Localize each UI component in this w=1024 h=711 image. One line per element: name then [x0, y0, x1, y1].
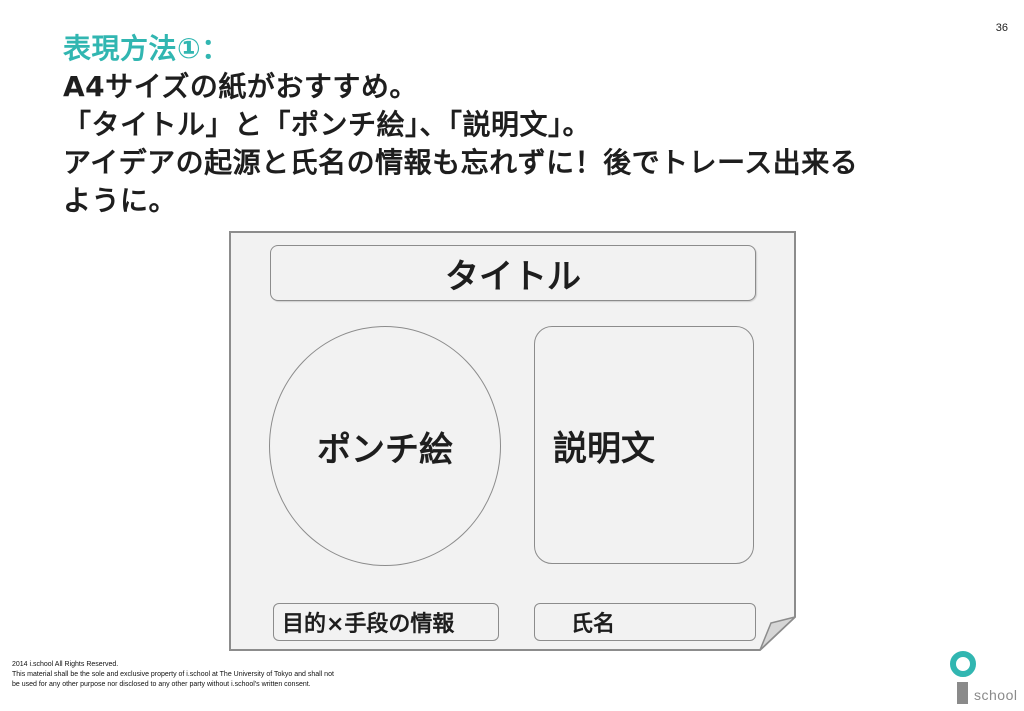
heading-line-1: A4サイズの紙がおすすめ。: [63, 70, 418, 103]
heading-line-4: ように。: [63, 184, 178, 217]
ponchi-sketch-circle: ポンチ絵: [269, 326, 501, 566]
heading-title: 表現方法①：: [63, 32, 230, 65]
page-number: 36: [995, 22, 1008, 34]
heading-line-3: アイデアの起源と氏名の情報も忘れずに！後でトレース出来る: [63, 146, 859, 179]
footer-line-3: be used for any other purpose nor disclo…: [12, 681, 311, 688]
description-box: 説明文: [534, 326, 754, 564]
footer-line-1: 2014 i.school All Rights Reserved.: [12, 661, 119, 668]
author-name-box: 氏名: [534, 603, 756, 641]
logo-brand-text: school: [974, 687, 1018, 703]
ischool-logo: school: [948, 651, 1018, 707]
page-curl-icon: [759, 615, 796, 651]
slide-heading: 表現方法①： A4サイズの紙がおすすめ。 「タイトル」と「ポンチ絵」、「説明文」…: [63, 30, 983, 220]
copyright-footer: 2014 i.school All Rights Reserved. This …: [12, 660, 334, 690]
title-box: タイトル: [270, 245, 756, 301]
footer-line-2: This material shall be the sole and excl…: [12, 671, 334, 678]
a4-paper-illustration: タイトル ポンチ絵 説明文 目的×手段の情報 氏名: [229, 231, 796, 651]
purpose-means-box: 目的×手段の情報: [273, 603, 499, 641]
heading-line-2: 「タイトル」と「ポンチ絵」、「説明文」。: [63, 108, 592, 141]
ischool-logo-icon: [950, 651, 976, 704]
